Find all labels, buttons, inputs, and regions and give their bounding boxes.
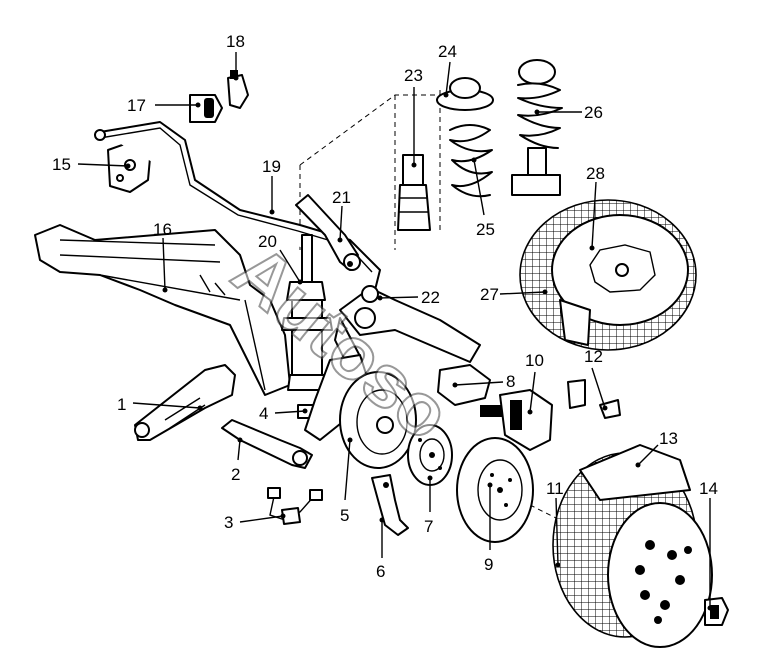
callout-18-label: 18 bbox=[226, 32, 245, 51]
assembly-guide-lines bbox=[299, 90, 561, 521]
callout-13[interactable]: 13 bbox=[635, 429, 678, 468]
callout-17-label: 17 bbox=[127, 96, 146, 115]
callout-23[interactable]: 23 bbox=[404, 66, 423, 168]
callout-24-label: 24 bbox=[438, 42, 457, 61]
wheel-and-tyre bbox=[552, 444, 713, 648]
callout-8[interactable]: 8 bbox=[452, 372, 516, 391]
callout-25-label: 25 bbox=[476, 220, 495, 239]
callout-20-label: 20 bbox=[258, 232, 277, 251]
callout-28-label: 28 bbox=[586, 164, 605, 183]
callout-27[interactable]: 27 bbox=[480, 285, 548, 304]
lower-link bbox=[221, 419, 313, 469]
callout-21[interactable]: 21 bbox=[332, 188, 351, 243]
callout-18[interactable]: 18 bbox=[226, 32, 245, 81]
callout-4[interactable]: 4 bbox=[259, 404, 308, 423]
bump-stop bbox=[397, 154, 431, 231]
callout-22[interactable]: 22 bbox=[377, 288, 440, 307]
callout-22-label: 22 bbox=[421, 288, 440, 307]
callouts: 1 2 3 4 5 6 7 8 bbox=[52, 32, 718, 611]
callout-28[interactable]: 28 bbox=[586, 164, 605, 251]
callout-16[interactable]: 16 bbox=[153, 220, 172, 293]
callout-2-label: 2 bbox=[231, 465, 240, 484]
callout-13-label: 13 bbox=[659, 429, 678, 448]
spring-top-mount bbox=[436, 77, 494, 111]
callout-10-label: 10 bbox=[525, 351, 544, 370]
callout-23-label: 23 bbox=[404, 66, 423, 85]
callout-20[interactable]: 20 bbox=[258, 232, 303, 285]
callout-24[interactable]: 24 bbox=[438, 42, 457, 98]
callout-6-label: 6 bbox=[376, 562, 385, 581]
callout-19-label: 19 bbox=[262, 157, 281, 176]
brake-hose-bracket bbox=[371, 474, 409, 536]
callout-7[interactable]: 7 bbox=[424, 475, 433, 537]
callout-12-label: 12 bbox=[584, 347, 603, 366]
callout-19[interactable]: 19 bbox=[262, 157, 281, 215]
callout-17[interactable]: 17 bbox=[127, 96, 201, 115]
wheel-nut bbox=[704, 597, 729, 626]
steering-knuckle bbox=[304, 354, 369, 441]
callout-26-label: 26 bbox=[584, 103, 603, 122]
bushing-clamp bbox=[227, 70, 249, 109]
rear-subframe bbox=[34, 224, 291, 396]
coil-spring bbox=[449, 124, 493, 198]
callout-1[interactable]: 1 bbox=[117, 395, 203, 414]
shock-absorber bbox=[281, 234, 333, 391]
callout-3[interactable]: 3 bbox=[224, 513, 286, 532]
callout-27-label: 27 bbox=[480, 285, 499, 304]
callout-9-label: 9 bbox=[484, 555, 493, 574]
callout-8-label: 8 bbox=[506, 372, 515, 391]
callout-12[interactable]: 12 bbox=[584, 347, 608, 411]
callout-25[interactable]: 25 bbox=[471, 157, 495, 240]
callout-9[interactable]: 9 bbox=[484, 482, 493, 575]
callout-2[interactable]: 2 bbox=[231, 437, 243, 485]
spare-wheel bbox=[519, 199, 697, 351]
callout-4-label: 4 bbox=[259, 404, 268, 423]
callout-5[interactable]: 5 bbox=[340, 437, 353, 526]
callout-14[interactable]: 14 bbox=[699, 479, 718, 611]
callout-16-label: 16 bbox=[153, 220, 172, 239]
callout-10[interactable]: 10 bbox=[525, 351, 544, 415]
callout-15[interactable]: 15 bbox=[52, 155, 131, 174]
callout-3-label: 3 bbox=[224, 513, 233, 532]
callout-7-label: 7 bbox=[424, 517, 433, 536]
callout-1-label: 1 bbox=[117, 395, 126, 414]
brake-caliper bbox=[437, 364, 553, 451]
upper-link bbox=[295, 194, 361, 271]
brake-disc bbox=[456, 437, 534, 543]
callout-11[interactable]: 11 bbox=[546, 479, 564, 568]
brake-backing-plate bbox=[339, 371, 417, 469]
callout-21-label: 21 bbox=[332, 188, 351, 207]
trailing-arm bbox=[134, 364, 236, 441]
stabilizer-bushing bbox=[189, 94, 223, 123]
callout-15-label: 15 bbox=[52, 155, 71, 174]
callout-26[interactable]: 26 bbox=[534, 103, 603, 122]
callout-14-label: 14 bbox=[699, 479, 718, 498]
callout-6[interactable]: 6 bbox=[376, 517, 385, 582]
callout-11-label: 11 bbox=[546, 479, 564, 498]
brake-pad-clip bbox=[567, 379, 621, 419]
abs-sensor bbox=[267, 487, 323, 525]
callout-5-label: 5 bbox=[340, 506, 349, 525]
strut-assembly bbox=[511, 59, 563, 196]
